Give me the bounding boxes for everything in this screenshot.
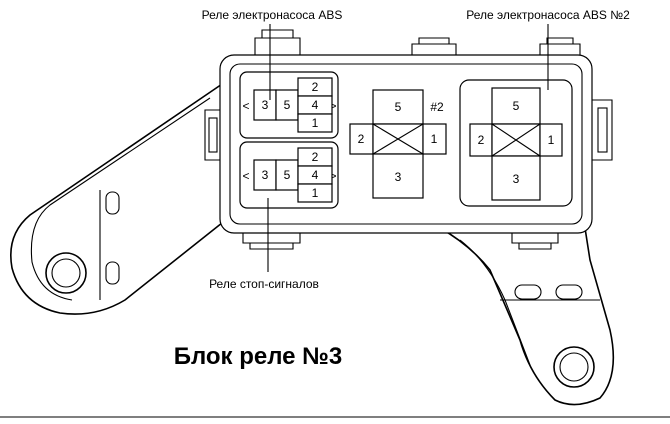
- relay-tag: #2: [430, 100, 444, 114]
- pin-3: 3: [262, 168, 269, 182]
- left-slot-lower: [105, 261, 120, 285]
- pin-3: 3: [262, 98, 269, 112]
- pin-1: 1: [312, 186, 319, 200]
- pin-5: 5: [284, 168, 291, 182]
- svg-text:>: >: [329, 169, 336, 183]
- svg-text:>: >: [329, 99, 336, 113]
- left-mounting-bracket: [10, 79, 233, 315]
- pin-1: 1: [548, 133, 555, 147]
- pin-5: 5: [513, 99, 520, 113]
- pin-1: 1: [312, 116, 319, 130]
- label-abs-pump-relay: Реле электронасоса ABS: [202, 8, 343, 22]
- pin-2: 2: [312, 150, 319, 164]
- pin-5: 5: [395, 100, 402, 114]
- diagram-title: Блок реле №3: [174, 343, 343, 370]
- pin-4: 4: [312, 168, 319, 182]
- right-slot-right: [555, 284, 583, 300]
- svg-text:<: <: [242, 99, 249, 113]
- left-mount-hole: [45, 252, 87, 294]
- right-slot-left: [514, 284, 542, 300]
- left-slot-upper: [105, 191, 120, 215]
- pin-2: 2: [478, 133, 485, 147]
- label-stop-lamp-relay: Реле стоп-сигналов: [209, 277, 319, 291]
- label-abs-pump-relay-2: Реле электронасоса ABS №2: [466, 8, 630, 22]
- pin-3: 3: [513, 172, 520, 186]
- pin-2: 2: [358, 132, 365, 146]
- pin-4: 4: [312, 98, 319, 112]
- pin-5: 5: [284, 98, 291, 112]
- relay-abs-pump-2: 5 2 1 3: [459, 79, 573, 207]
- relay-middle: 5 #2 2 1 3: [349, 89, 447, 199]
- relay-stop-lamp: < > 3 5 2 4 1: [239, 141, 339, 209]
- pin-2: 2: [312, 80, 319, 94]
- pin-3: 3: [395, 170, 402, 184]
- right-mounting-bracket: [439, 227, 615, 406]
- pin-1: 1: [431, 132, 438, 146]
- right-mount-hole: [553, 346, 595, 388]
- leader-lines: [267, 24, 549, 272]
- svg-text:<: <: [242, 169, 249, 183]
- relay-abs-pump: < > 3 5 2 4 1: [239, 71, 339, 139]
